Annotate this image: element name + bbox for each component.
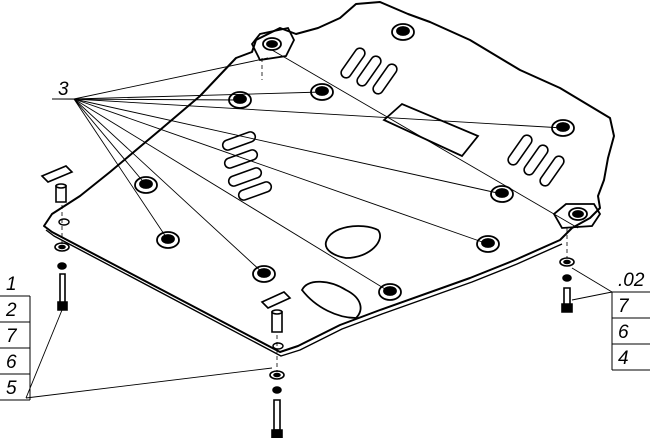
skid-plate-edge [45, 229, 563, 357]
teardrop-cutout [300, 280, 362, 319]
bolt-head [271, 429, 283, 438]
washer-hole [563, 259, 571, 265]
bracket-plate [260, 291, 292, 309]
rect-cutout [382, 102, 480, 158]
spacer-top [55, 183, 67, 189]
tab-right [552, 203, 602, 229]
lock-washer [272, 386, 282, 394]
top-callout: 3 [52, 79, 74, 100]
slot [340, 47, 366, 79]
right-callout-table: .02 7 6 4 [571, 267, 650, 371]
bolt-head [561, 303, 573, 313]
oval-cutout [324, 225, 381, 259]
bolt-shank [273, 399, 281, 431]
left-callout-2: 2 [5, 300, 17, 321]
mounting-tabs [250, 26, 602, 229]
left-callout-4: 6 [6, 352, 17, 373]
right-callout-3: 4 [618, 348, 629, 369]
slot [507, 134, 533, 166]
slot [523, 144, 549, 176]
edge-hole [272, 342, 284, 350]
left-callout-3: 7 [6, 326, 18, 347]
spacer-top [271, 309, 283, 315]
slot [223, 149, 259, 169]
tab-right-hole-inner [572, 210, 584, 218]
boss [551, 119, 575, 137]
left-fastener-stack [40, 165, 74, 311]
lock-washer [57, 262, 67, 270]
bolt-shank [59, 273, 66, 305]
right-callout-1: 7 [618, 296, 630, 317]
skid-plate-outline [43, 1, 615, 353]
edge-holes [58, 218, 284, 350]
boss [378, 283, 402, 301]
leader-line-tab [271, 49, 579, 229]
right-fastener-stack [559, 257, 575, 313]
bolt-head [57, 301, 68, 311]
slot [237, 181, 273, 201]
slot [227, 167, 263, 187]
tab-right-hole [568, 207, 588, 221]
right-callout-title: .02 [618, 270, 645, 291]
slot [372, 63, 398, 95]
boss [391, 23, 415, 41]
boss [228, 91, 252, 109]
left-callout-table: 1 2 7 6 5 [0, 274, 273, 401]
cutouts [300, 102, 480, 319]
boss [476, 235, 500, 253]
right-callout-leaders [571, 267, 613, 301]
ventilation-slots [221, 47, 565, 201]
edge-hole [58, 218, 70, 226]
left-callout-5: 5 [6, 378, 17, 399]
tab-top-hole-inner [266, 40, 278, 48]
axis-lines [61, 58, 568, 372]
left-callout-leaders [25, 309, 273, 399]
boss [156, 231, 180, 249]
top-callout-label: 3 [58, 79, 69, 100]
washer-hole [273, 372, 281, 378]
lock-washer [562, 274, 572, 282]
right-callout-2: 6 [618, 322, 629, 343]
center-fastener-stack [260, 291, 292, 438]
bracket-plate [40, 165, 74, 183]
spacer-sleeve [271, 311, 283, 333]
slot [356, 55, 382, 87]
left-callout-1: 1 [6, 274, 17, 295]
slot [221, 131, 257, 151]
washer-hole [58, 244, 66, 250]
bolt-bosses [134, 23, 575, 301]
skid-plate [43, 1, 615, 357]
slot [539, 155, 565, 187]
leader-lines-3 [55, 57, 564, 293]
